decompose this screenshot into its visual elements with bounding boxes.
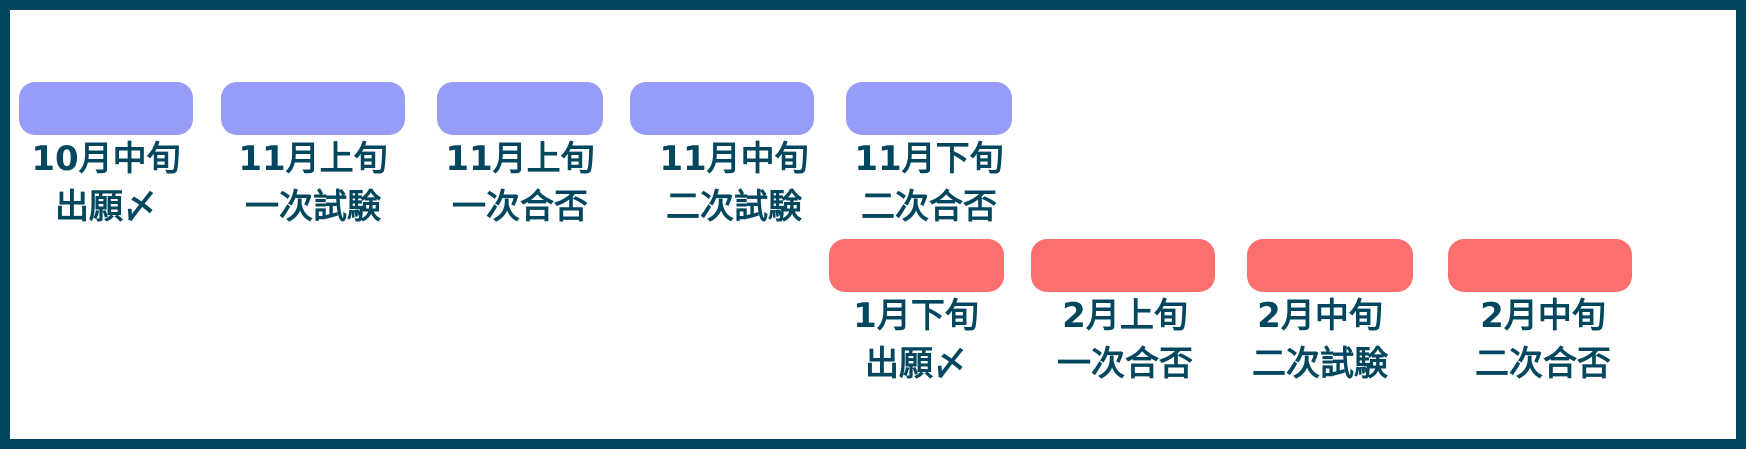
label-date: 11月下旬	[854, 139, 1004, 179]
timeline-bar	[19, 82, 193, 135]
label-event: 二次試験	[1252, 344, 1388, 384]
timeline-bar	[221, 82, 405, 135]
timeline-label: 1月下旬 出願〆	[826, 292, 1006, 388]
label-event: 一次合否	[452, 187, 588, 227]
timeline-bar	[630, 82, 814, 135]
timeline-bar	[1448, 239, 1632, 292]
timeline-label: 2月中旬 二次試験	[1230, 292, 1410, 388]
label-event: 一次試験	[245, 187, 381, 227]
label-event: 出願〆	[55, 187, 157, 227]
label-date: 11月上旬	[445, 139, 595, 179]
timeline-bar	[1031, 239, 1215, 292]
timeline-label: 11月上旬 一次試験	[223, 135, 403, 231]
label-event: 二次合否	[861, 187, 997, 227]
timeline-bar	[829, 239, 1004, 292]
label-event: 一次合否	[1057, 344, 1193, 384]
label-event: 出願〆	[865, 344, 967, 384]
label-date: 2月上旬	[1062, 296, 1188, 336]
timeline-bar	[437, 82, 603, 135]
timeline-label: 11月下旬 二次合否	[839, 135, 1019, 231]
label-date: 10月中旬	[31, 139, 181, 179]
label-date: 2月中旬	[1480, 296, 1606, 336]
timeline-label: 11月中旬 二次試験	[644, 135, 824, 231]
label-date: 1月下旬	[853, 296, 979, 336]
label-date: 11月中旬	[659, 139, 809, 179]
timeline-label: 11月上旬 一次合否	[430, 135, 610, 231]
timeline-label: 10月中旬 出願〆	[16, 135, 196, 231]
label-date: 2月中旬	[1257, 296, 1383, 336]
timeline-label: 2月中旬 二次合否	[1453, 292, 1633, 388]
label-date: 11月上旬	[238, 139, 388, 179]
timeline-bar	[846, 82, 1012, 135]
label-event: 二次試験	[666, 187, 802, 227]
timeline-bar	[1247, 239, 1413, 292]
label-event: 二次合否	[1475, 344, 1611, 384]
timeline-label: 2月上旬 一次合否	[1035, 292, 1215, 388]
